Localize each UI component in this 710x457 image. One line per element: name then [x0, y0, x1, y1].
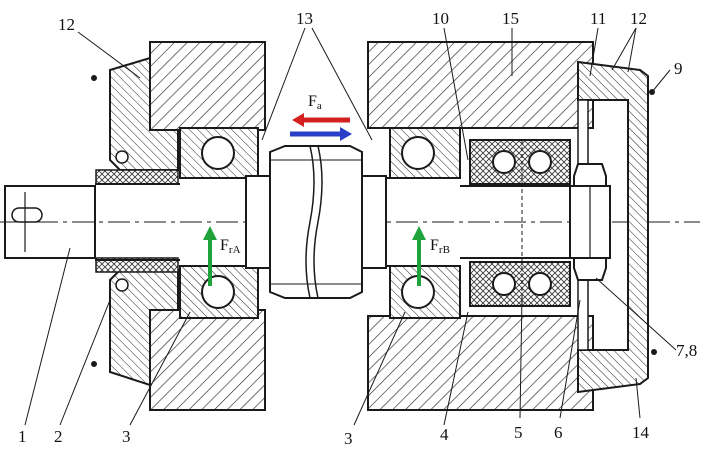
leader-lines — [24, 27, 677, 426]
part-label-15: 15 — [502, 9, 519, 28]
lock-nut — [569, 163, 611, 281]
part-label-12-right: 12 — [630, 9, 647, 28]
part-label-12-left: 12 — [58, 15, 75, 34]
part-label-3-right: 3 — [344, 429, 353, 448]
part-label-5: 5 — [514, 423, 523, 442]
radial-force-arrows — [203, 226, 426, 286]
part-label-13: 13 — [296, 9, 313, 28]
part-label-2: 2 — [54, 427, 63, 446]
radial-force-a-label: FrA — [220, 237, 241, 256]
part-label-10: 10 — [432, 9, 449, 28]
left-housing — [149, 41, 266, 411]
axial-force-arrows — [290, 113, 352, 141]
right-housing — [367, 41, 594, 411]
fastening-bolts — [91, 75, 657, 367]
part-label-3-left: 3 — [122, 427, 131, 446]
axial-force-label: Fa — [308, 93, 322, 112]
right-bearings — [389, 127, 571, 319]
part-label-1: 1 — [18, 427, 27, 446]
part-label-9: 9 — [674, 59, 683, 78]
part-label-6: 6 — [554, 423, 563, 442]
central-roller — [245, 145, 387, 299]
radial-force-b-label: FrB — [430, 237, 450, 256]
part-label-4: 4 — [440, 425, 449, 444]
part-label-14: 14 — [632, 423, 650, 442]
part-label-7-8: 7,8 — [676, 341, 697, 360]
part-label-11: 11 — [590, 9, 606, 28]
left-end-cover — [95, 56, 179, 387]
left-bearing — [179, 127, 259, 319]
